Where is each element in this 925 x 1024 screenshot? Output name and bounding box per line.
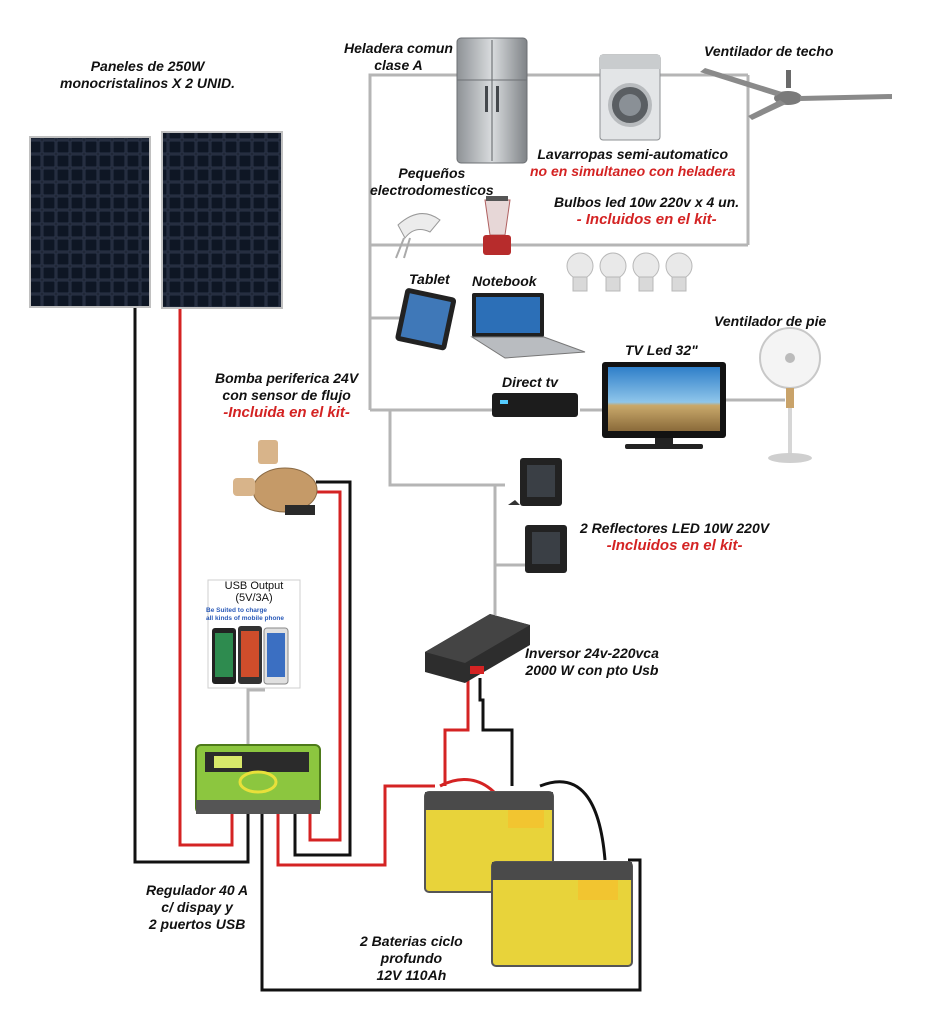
notebook-label: Notebook bbox=[472, 273, 537, 289]
tv-icon bbox=[602, 362, 726, 449]
tv-label: TV Led 32" bbox=[625, 342, 698, 358]
usb-output-label: USB Output(5V/3A) bbox=[224, 580, 284, 604]
washer-label: Lavarropas semi-automatico no en simulta… bbox=[530, 146, 736, 179]
stand-fan-label: Ventilador de pie bbox=[714, 313, 827, 329]
ac-wiring bbox=[246, 73, 785, 745]
bulbs-label: Bulbos led 10w 220v x 4 un. - Incluidos … bbox=[554, 194, 740, 228]
power-inverter-icon bbox=[425, 614, 530, 683]
hand-mixer-icon bbox=[395, 213, 441, 259]
water-pump-icon bbox=[233, 440, 318, 515]
charge-controller-icon bbox=[195, 744, 321, 814]
tablet-label: Tablet bbox=[409, 271, 450, 287]
solar-panel-icon bbox=[29, 131, 283, 309]
tablet-icon bbox=[395, 288, 457, 351]
battery-icon bbox=[424, 791, 633, 967]
reflectors-label: 2 Reflectores LED 10W 220V -Incluidos en… bbox=[580, 520, 770, 554]
ceiling-fan-label: Ventilador de techo bbox=[704, 43, 834, 59]
ceiling-fan-icon bbox=[700, 68, 892, 120]
blender-icon bbox=[483, 196, 511, 255]
smartphone-icon bbox=[207, 579, 301, 689]
standing-fan-icon bbox=[759, 327, 821, 463]
led-bulbs-icon bbox=[566, 252, 693, 292]
refrigerator-icon bbox=[456, 37, 528, 164]
washing-machine-icon bbox=[599, 54, 661, 141]
flood-light-icon bbox=[508, 458, 567, 573]
direct-tv-label: Direct tv bbox=[502, 374, 559, 390]
laptop-icon bbox=[470, 293, 586, 359]
satellite-receiver-icon bbox=[492, 393, 578, 417]
